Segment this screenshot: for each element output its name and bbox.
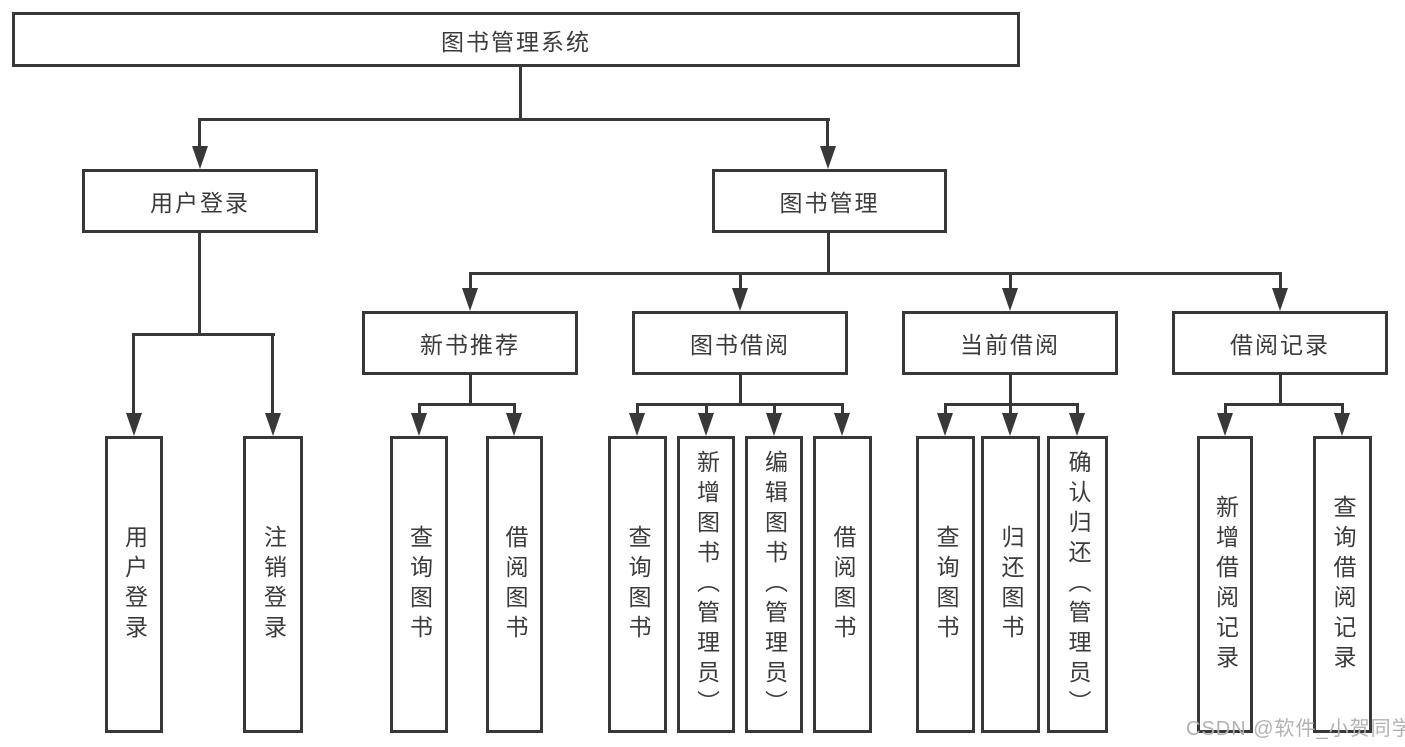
node-label: 借阅图书 (830, 524, 856, 645)
arrow-down-icon (834, 413, 850, 436)
node-label: 图书管理 (779, 190, 880, 216)
connector-stem (1009, 272, 1012, 292)
connector-stem (739, 272, 742, 292)
node-label: 新书推荐 (420, 332, 520, 358)
node-cb-return-books: 归还图书 (981, 436, 1040, 733)
arrow-down-icon (1272, 288, 1288, 311)
node-bb-add-books-admin: 新增图书（管理员） (677, 436, 735, 733)
node-label: 图书管理系统 (441, 28, 591, 55)
arrow-down-icon (1002, 413, 1018, 436)
arrow-down-icon (698, 413, 714, 436)
connector-root-hline (198, 118, 830, 121)
node-label: 查询图书 (625, 524, 651, 645)
node-br-query-record: 查询借阅记录 (1313, 436, 1372, 733)
connector-stem (773, 403, 776, 415)
connector-root-stem (519, 67, 522, 121)
arrow-down-icon (192, 146, 208, 169)
connector-stem (198, 118, 201, 149)
node-label: 查询图书 (406, 524, 433, 645)
connector-stem (1009, 403, 1012, 415)
connector-user-login-hline (133, 333, 275, 336)
node-book-borrowing: 图书借阅 (632, 311, 848, 375)
connector-nbr-hline (418, 403, 516, 406)
connector-stem (418, 403, 421, 415)
node-cb-query-books: 查询图书 (916, 436, 975, 733)
connector-book-mgmt-hline (469, 272, 1282, 275)
node-logout: 注销登录 (243, 436, 303, 733)
node-label: 借阅记录 (1230, 332, 1330, 358)
node-label: 归还图书 (998, 524, 1024, 645)
arrow-down-icon (462, 288, 478, 311)
node-label: 编辑图书（管理员） (761, 449, 788, 720)
node-label: 图书借阅 (690, 332, 790, 358)
connector-user-login-stem (198, 233, 201, 336)
connector-stem (1279, 272, 1282, 292)
connector-stem (513, 403, 516, 415)
node-bb-query-books: 查询图书 (608, 436, 667, 733)
node-bb-borrow-books: 借阅图书 (813, 436, 872, 733)
node-user-login: 用户登录 (82, 169, 318, 233)
node-book-management: 图书管理 (712, 169, 947, 233)
node-label: 用户登录 (121, 524, 148, 645)
connector-nbr-stem (469, 375, 472, 406)
node-borrowing-records: 借阅记录 (1172, 311, 1388, 375)
connector-stem (271, 333, 274, 415)
node-label: 用户登录 (150, 190, 250, 216)
arrow-down-icon (820, 146, 836, 169)
watermark-text: CSDN @软件_小贺同学 (1186, 718, 1405, 740)
connector-stem (636, 403, 639, 415)
node-label: 当前借阅 (960, 332, 1060, 358)
arrow-down-icon (766, 413, 782, 436)
arrow-down-icon (1002, 288, 1018, 311)
node-new-book-recommendation: 新书推荐 (362, 311, 578, 375)
connector-br-stem (1279, 375, 1282, 406)
connector-stem (826, 118, 829, 149)
connector-bb-stem (739, 375, 742, 406)
connector-stem (132, 333, 135, 415)
arrow-down-icon (126, 413, 142, 436)
arrow-down-icon (1069, 413, 1085, 436)
node-label: 确认归还（管理员） (1065, 449, 1091, 720)
node-bb-edit-books-admin: 编辑图书（管理员） (745, 436, 803, 733)
connector-br-hline (1224, 403, 1344, 406)
arrow-down-icon (937, 413, 953, 436)
arrow-down-icon (1334, 413, 1350, 436)
arrow-down-icon (732, 288, 748, 311)
connector-stem (469, 272, 472, 292)
arrow-down-icon (629, 413, 645, 436)
node-cb-confirm-return-admin: 确认归还（管理员） (1047, 436, 1108, 733)
node-label: 查询借阅记录 (1330, 494, 1356, 675)
connector-stem (944, 403, 947, 415)
node-nbr-borrow-books: 借阅图书 (486, 436, 543, 733)
node-label: 查询图书 (933, 524, 959, 645)
arrow-down-icon (506, 413, 522, 436)
arrow-down-icon (1217, 413, 1233, 436)
connector-cb-stem (1009, 375, 1012, 406)
connector-bb-hline (636, 403, 844, 406)
node-label: 借阅图书 (502, 524, 528, 645)
node-label: 注销登录 (260, 524, 287, 645)
node-nbr-query-books: 查询图书 (390, 436, 448, 733)
connector-stem (1341, 403, 1344, 415)
arrow-down-icon (411, 413, 427, 436)
node-library-management-system: 图书管理系统 (12, 12, 1020, 67)
connector-stem (705, 403, 708, 415)
node-current-borrowing: 当前借阅 (902, 311, 1118, 375)
connector-stem (1224, 403, 1227, 415)
node-label: 新增图书（管理员） (693, 449, 720, 720)
arrow-down-icon (265, 413, 281, 436)
connector-stem (1076, 403, 1079, 415)
connector-book-mgmt-stem (827, 233, 830, 275)
node-label: 新增借阅记录 (1212, 494, 1239, 675)
connector-stem (841, 403, 844, 415)
node-br-add-record: 新增借阅记录 (1197, 436, 1253, 733)
node-user-login-action: 用户登录 (105, 436, 163, 733)
